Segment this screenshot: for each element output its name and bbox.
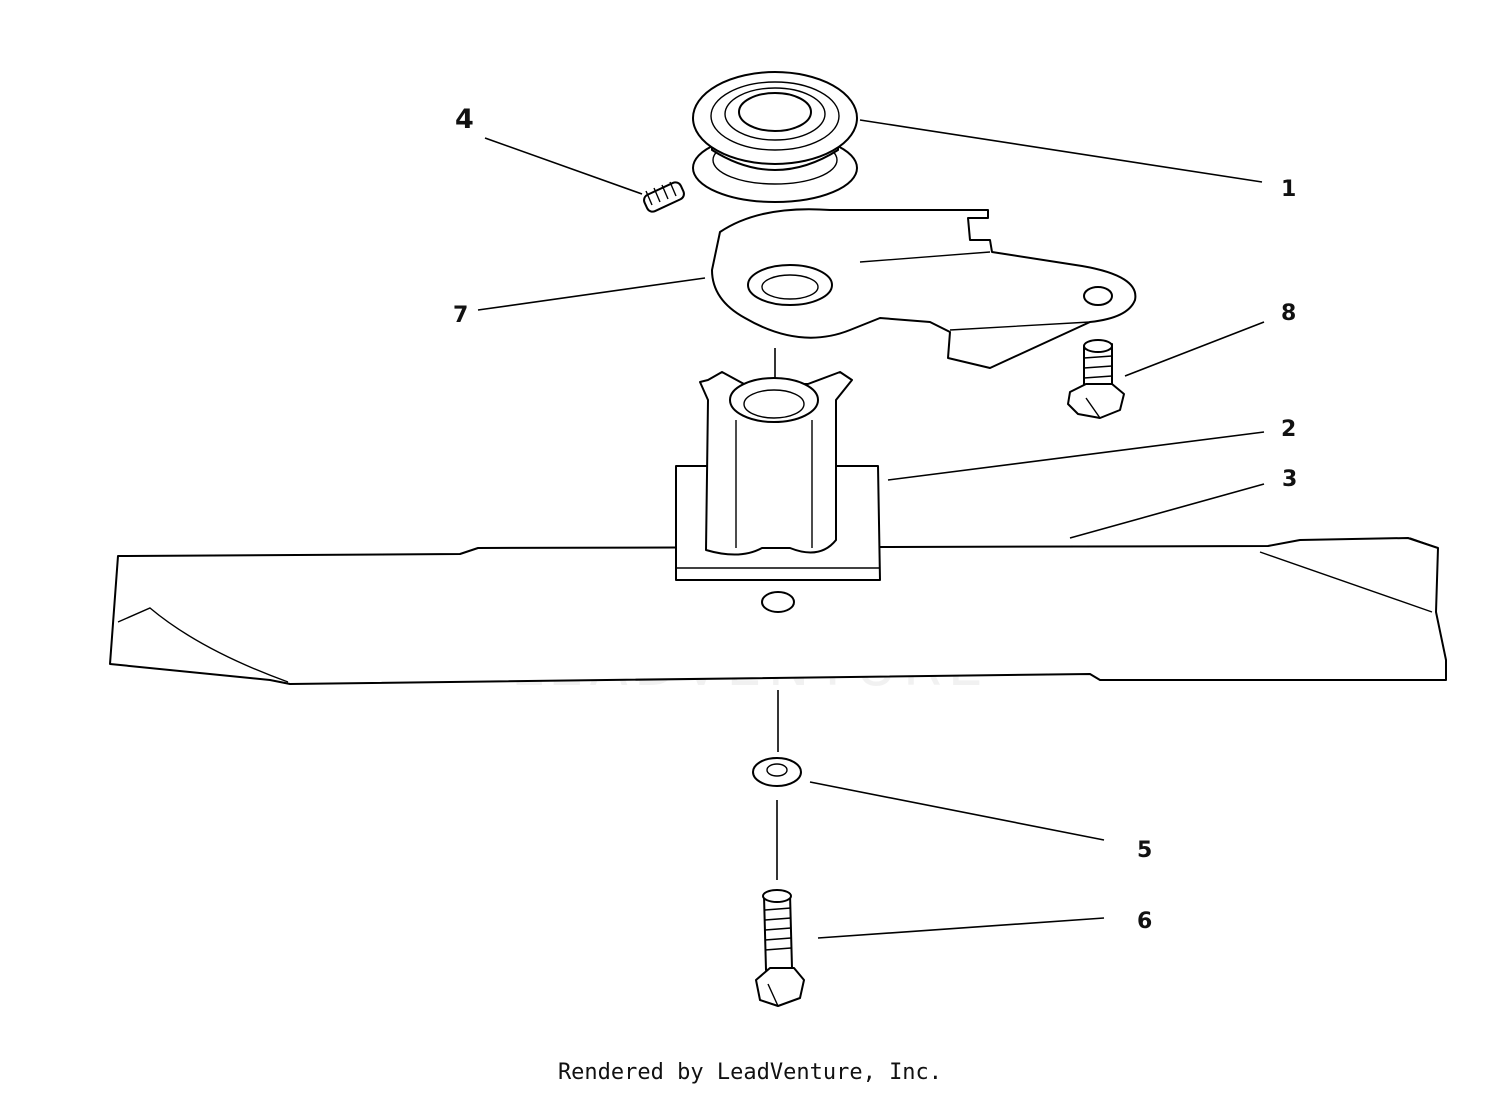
- part-7-idler-arm[interactable]: [711, 208, 1137, 369]
- callout-6: 6: [1137, 909, 1152, 934]
- callout-8: 8: [1281, 301, 1296, 326]
- callout-1: 1: [1281, 177, 1296, 202]
- part-5-washer[interactable]: [752, 757, 802, 787]
- callout-5: 5: [1137, 838, 1152, 863]
- part-4-set-screw[interactable]: [642, 180, 686, 213]
- callout-2: 2: [1281, 417, 1296, 442]
- callout-7: 7: [453, 303, 468, 328]
- callout-3: 3: [1282, 467, 1297, 492]
- part-1-pulley[interactable]: [692, 71, 858, 203]
- footer-credit: Rendered by LeadVenture, Inc.: [557, 1060, 943, 1085]
- part-2-blade-adapter[interactable]: [675, 371, 881, 581]
- callout-4: 4: [455, 104, 474, 135]
- part-6-blade-bolt[interactable]: [755, 889, 805, 1007]
- part-8-hex-bolt[interactable]: [1067, 339, 1125, 419]
